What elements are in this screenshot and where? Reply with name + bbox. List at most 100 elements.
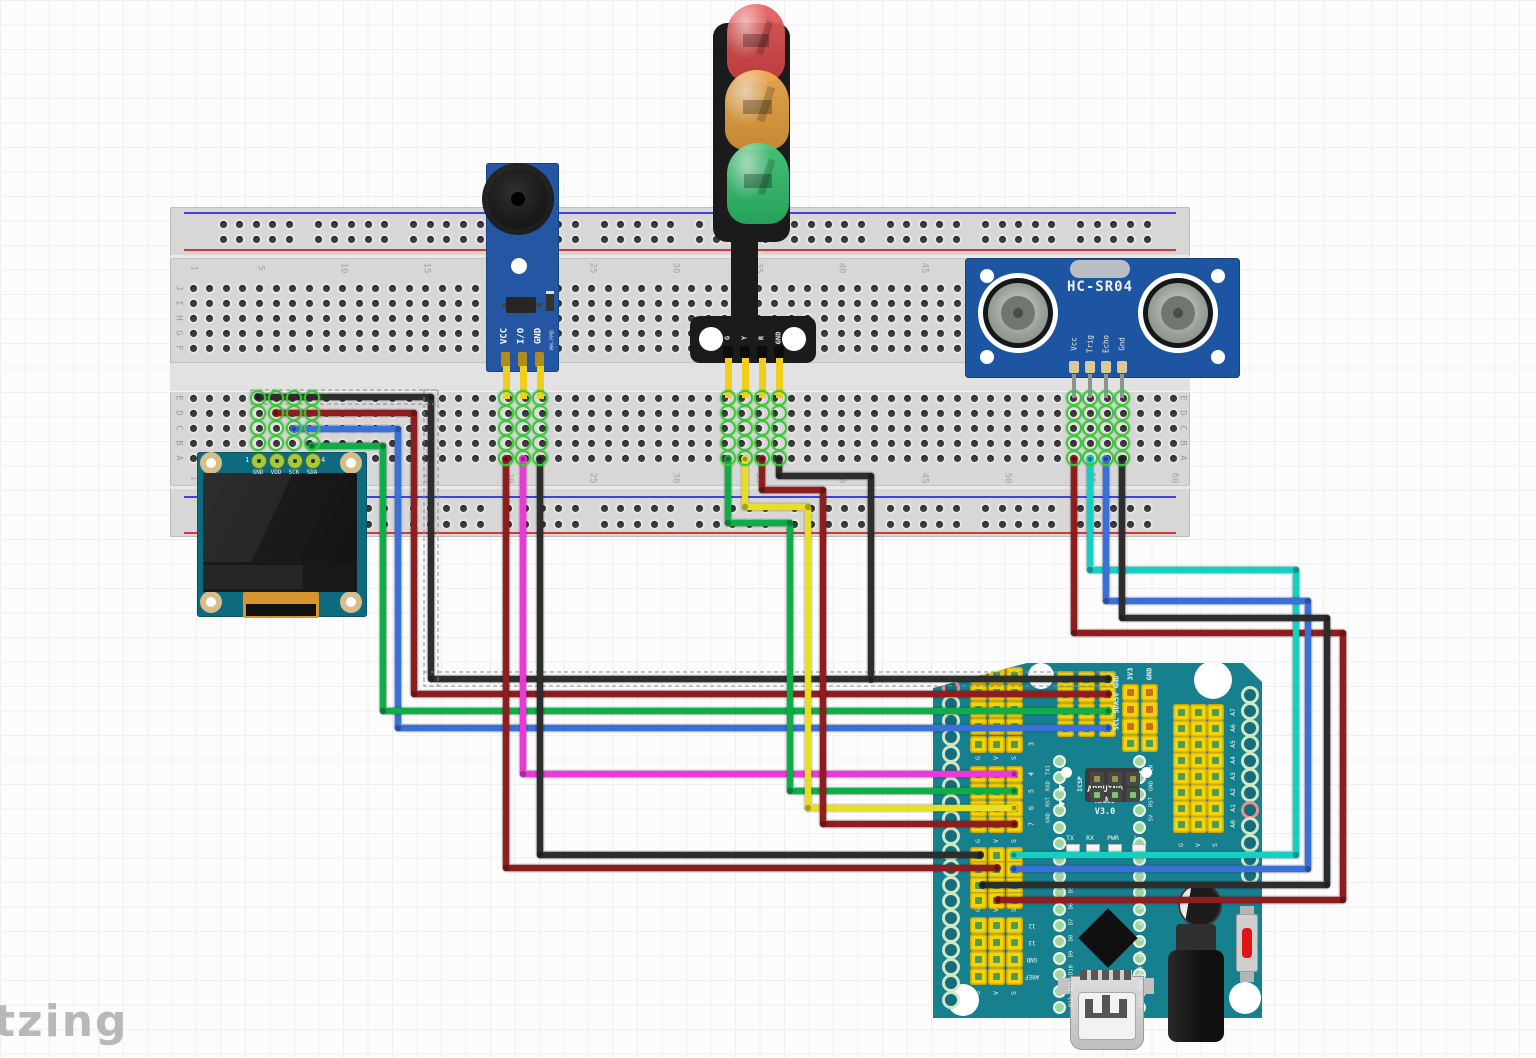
breadboard-rail-hole — [791, 235, 799, 243]
breadboard-groove-bottom — [170, 485, 1190, 489]
breadboard-hole — [654, 409, 662, 417]
breadboard-hole — [920, 454, 928, 462]
shield-pin-center — [1177, 788, 1185, 796]
breadboard-hole — [372, 314, 380, 322]
breadboard-hole — [588, 409, 596, 417]
oled-vdd-wire[interactable] — [272, 409, 1112, 698]
sonar-crystal — [1070, 260, 1130, 278]
shield-pin — [1206, 751, 1224, 769]
buzzer-io-wire[interactable] — [519, 455, 1018, 778]
shield-pin-center — [1126, 688, 1134, 696]
sonar-trig-wire[interactable] — [1010, 455, 1300, 859]
buzzer-gnd-wire[interactable] — [536, 455, 984, 859]
breadboard-hole — [256, 329, 263, 337]
sonar-gnd-wire[interactable] — [979, 455, 1331, 889]
traffic-green-wire[interactable] — [724, 455, 1018, 795]
traffic-red-wire[interactable] — [758, 455, 1018, 828]
breadboard-rail-hole — [1077, 504, 1085, 512]
breadboard-hole — [355, 299, 363, 307]
buzzer-vcc-wire[interactable] — [502, 455, 1001, 872]
reset-button-tab — [1240, 972, 1254, 982]
power-jack[interactable] — [1168, 950, 1224, 1042]
breadboard-rail-hole — [667, 220, 675, 228]
breadboard-hole — [920, 409, 928, 417]
traffic-yellow-wire[interactable] — [741, 455, 1018, 812]
green-highlight-ring — [497, 449, 514, 466]
shield-pin-center — [974, 938, 982, 946]
breadboard-hole — [904, 299, 912, 307]
sonar-echo-wire[interactable] — [1010, 455, 1312, 873]
breadboard-hole — [488, 454, 496, 462]
breadboard-rail-hole — [919, 504, 927, 512]
green-highlight-ring — [285, 419, 302, 436]
breadboard-hole — [405, 439, 413, 447]
sonar-pin-pad — [1085, 361, 1095, 373]
wire-junction-dot — [1010, 865, 1018, 873]
shield-mount-hole — [1194, 663, 1232, 699]
usb-trident-icon — [1085, 1013, 1127, 1018]
breadboard-hole — [837, 299, 845, 307]
oled-mount-hole-center — [346, 597, 356, 607]
breadboard-hole — [887, 424, 895, 432]
buzzer-sound-hole — [511, 192, 525, 206]
breadboard-rail-hole — [285, 220, 293, 228]
shield-pin-center — [1211, 788, 1219, 796]
wire-junction-dot — [867, 675, 875, 683]
shield-pin-center — [1145, 739, 1153, 747]
breadboard-rail-hole — [1143, 520, 1151, 528]
breadboard-rail-hole — [555, 504, 563, 512]
breadboard-hole — [1170, 439, 1178, 447]
breadboard-hole — [654, 284, 662, 292]
breadboard-rail-hole — [1127, 520, 1134, 528]
breadboard-rail-hole — [1077, 220, 1085, 228]
wire-junction-dot — [804, 804, 812, 812]
breadboard-hole — [455, 344, 463, 352]
breadboard-rail-hole — [1031, 520, 1039, 528]
breadboard-hole — [920, 424, 928, 432]
wire-junction-dot — [977, 852, 983, 858]
breadboard-rail-hole — [571, 235, 579, 243]
breadboard-hole — [239, 344, 247, 352]
breadboard-rail-hole — [953, 235, 960, 243]
shield-pin — [1206, 703, 1224, 721]
breadboard-hole — [422, 329, 430, 337]
breadboard-hole — [654, 314, 662, 322]
breadboard-rail-hole — [712, 504, 720, 512]
breadboard-hole — [821, 439, 829, 447]
breadboard-hole — [305, 314, 313, 322]
oled-sck-wire[interactable] — [290, 425, 1112, 732]
traffic-light-stem — [731, 236, 758, 322]
traffic-gnd-wire[interactable] — [775, 455, 875, 683]
breadboard-hole — [837, 314, 845, 322]
breadboard-hole — [837, 329, 845, 337]
breadboard-rail-hole — [269, 220, 277, 228]
breadboard-hole — [787, 454, 795, 462]
shield-pin-center — [992, 851, 1000, 859]
shield-pin-center — [1126, 739, 1134, 747]
shield-pin — [1172, 751, 1190, 769]
breadboard-rail-hole — [824, 504, 832, 512]
breadboard-hole — [339, 284, 347, 292]
wire-junction-dot — [775, 472, 783, 480]
shield-pin — [1189, 767, 1207, 785]
shield-mount-hole — [1229, 982, 1261, 1014]
breadboard-hole — [289, 329, 297, 337]
oled-sda-wire[interactable] — [308, 442, 1112, 715]
shield-pin-center — [1211, 820, 1219, 828]
breadboard-hole — [189, 344, 197, 352]
breadboard-hole — [239, 409, 247, 417]
wire-junction-dot — [994, 896, 1002, 904]
sonar-vcc-wire[interactable] — [994, 455, 1347, 904]
breadboard-hole — [704, 394, 712, 402]
breadboard-hole — [1136, 394, 1144, 402]
breadboard-hole — [305, 344, 313, 352]
breadboard-hole — [206, 284, 214, 292]
breadboard-rail-hole — [919, 235, 927, 243]
breadboard-rail-hole — [791, 220, 799, 228]
breadboard-hole — [222, 424, 230, 432]
oled-gnd-wire[interactable] — [254, 393, 1112, 683]
